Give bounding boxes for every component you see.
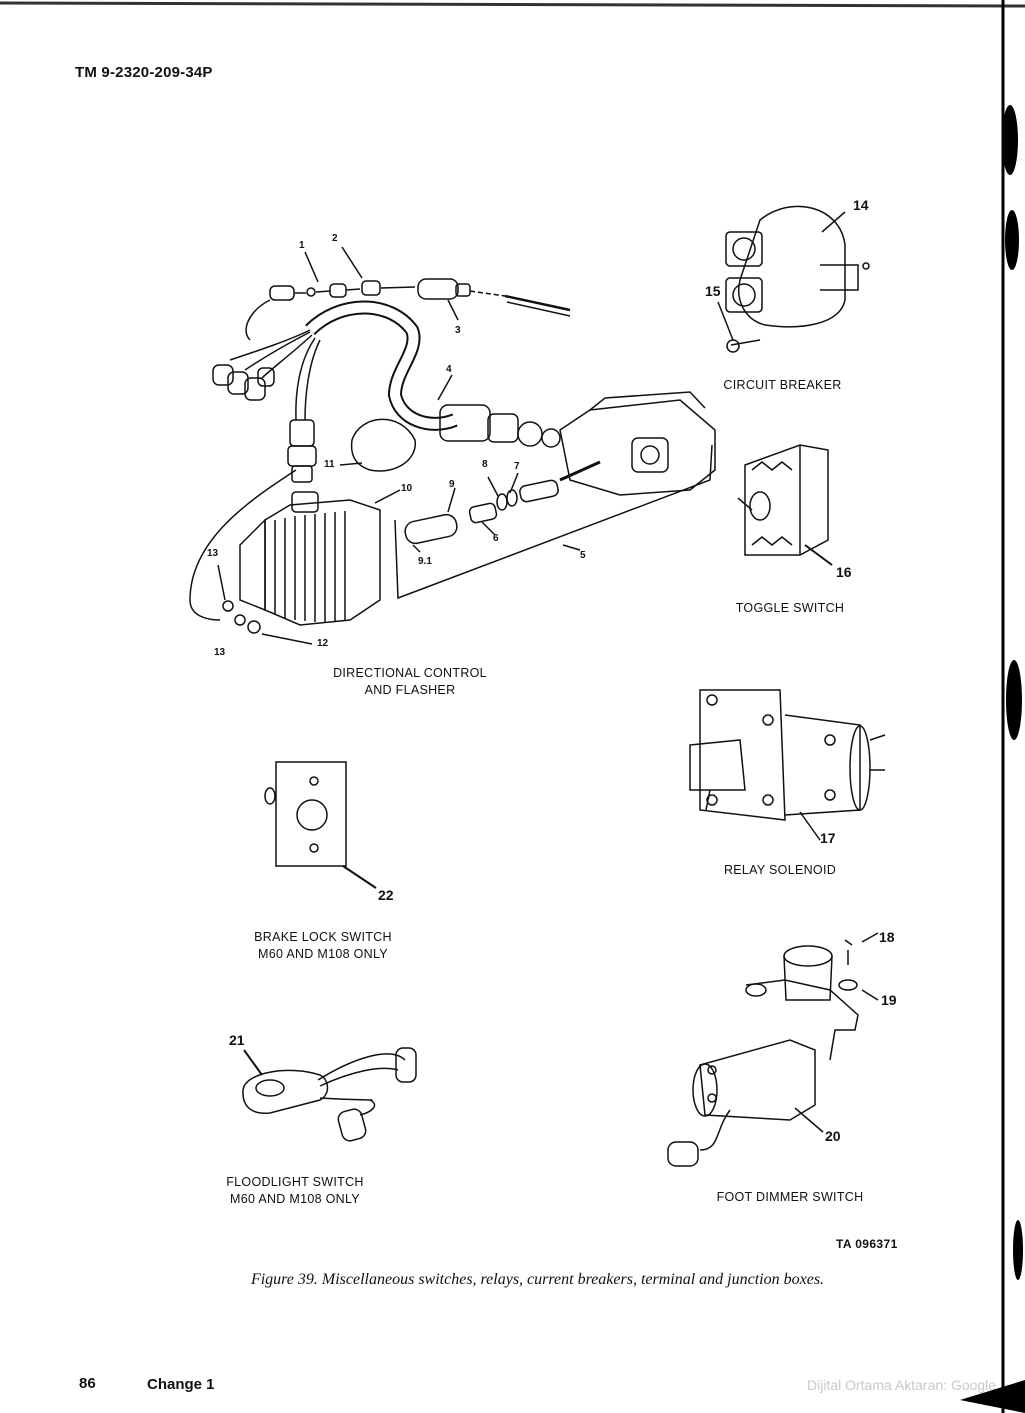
callout-10: 10	[401, 483, 413, 494]
callout-12: 12	[317, 638, 329, 649]
document-number: TM 9-2320-209-34P	[75, 64, 213, 81]
callout-17: 17	[820, 830, 836, 846]
callout-6: 6	[493, 533, 499, 544]
callout-19: 19	[881, 992, 897, 1008]
callout-8: 8	[482, 459, 488, 470]
floodlight-switch-label: FLOODLIGHT SWITCH M60 AND M108 ONLY	[195, 1174, 395, 1208]
change-notice: Change 1	[147, 1376, 215, 1393]
callout-22: 22	[378, 887, 394, 903]
relay-solenoid-label: RELAY SOLENOID	[723, 863, 837, 877]
directional-control-label-line2: AND FLASHER	[364, 683, 456, 697]
callout-2: 2	[332, 233, 338, 244]
callout-15: 15	[705, 283, 721, 299]
figure-caption: Figure 39. Miscellaneous switches, relay…	[250, 1271, 825, 1288]
floodlight-switch-label-line1: FLOODLIGHT SWITCH	[226, 1175, 364, 1189]
brake-lock-switch-label: BRAKE LOCK SWITCH M60 AND M108 ONLY	[223, 929, 423, 963]
page-number: 86	[79, 1375, 96, 1392]
callout-11: 11	[324, 459, 335, 470]
callout-1: 1	[299, 240, 305, 251]
callout-4: 4	[446, 364, 452, 375]
callout-5: 5	[580, 550, 586, 561]
floodlight-switch-label-line2: M60 AND M108 ONLY	[230, 1192, 360, 1206]
circuit-breaker-label: CIRCUIT BREAKER	[723, 378, 842, 392]
callout-9: 9	[449, 479, 455, 490]
callout-3: 3	[455, 325, 461, 336]
callout-13-upper: 13	[207, 548, 219, 559]
callout-16: 16	[836, 564, 852, 580]
digitizer-watermark: Dijital Ortama Aktaran: Google	[807, 1377, 997, 1393]
directional-control-label: DIRECTIONAL CONTROL AND FLASHER	[300, 665, 520, 699]
foot-dimmer-switch-label: FOOT DIMMER SWITCH	[716, 1190, 864, 1204]
callout-13-lower: 13	[214, 647, 226, 658]
toggle-switch-label: TOGGLE SWITCH	[735, 601, 845, 615]
callout-18: 18	[879, 929, 895, 945]
brake-lock-switch-label-line2: M60 AND M108 ONLY	[258, 947, 388, 961]
directional-control-label-line1: DIRECTIONAL CONTROL	[333, 666, 487, 680]
callout-7: 7	[514, 461, 520, 472]
callout-9-1: 9.1	[418, 556, 432, 567]
callout-21: 21	[229, 1032, 245, 1048]
callout-20: 20	[825, 1128, 841, 1144]
brake-lock-switch-label-line1: BRAKE LOCK SWITCH	[254, 930, 392, 944]
callout-14: 14	[853, 197, 869, 213]
ta-number: TA 096371	[836, 1237, 898, 1251]
